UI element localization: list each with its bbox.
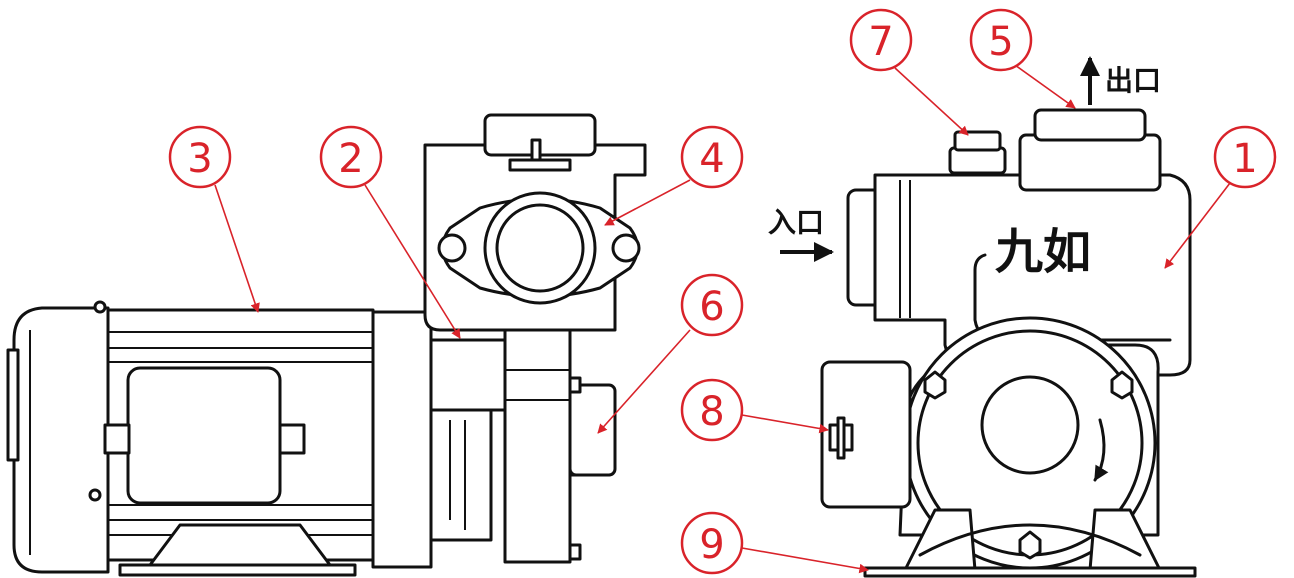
- motor-flange: [371, 310, 433, 569]
- callout-6: 6: [597, 273, 744, 434]
- inlet-label: 入口: [768, 206, 824, 239]
- outlet-cap: [1018, 133, 1162, 192]
- svg-text:1: 1: [1232, 136, 1257, 182]
- motor-end-cap: [12, 306, 110, 574]
- callout-1: 1: [1164, 125, 1277, 269]
- callout-2: 2: [319, 125, 461, 339]
- callout-5: 5: [969, 8, 1076, 109]
- capacitor-box: [820, 360, 912, 509]
- motor-foot: [148, 523, 332, 567]
- callout-3: 3: [168, 125, 260, 313]
- svg-text:7: 7: [868, 19, 893, 65]
- callout-7: 7: [849, 8, 969, 136]
- callout-4: 4: [604, 125, 744, 226]
- svg-text:4: 4: [699, 136, 724, 182]
- callout-8: 8: [680, 378, 829, 442]
- terminal-box: [126, 366, 282, 505]
- svg-text:9: 9: [699, 522, 724, 568]
- base-plate: [863, 566, 1197, 578]
- callout-9: 9: [680, 511, 869, 575]
- svg-text:2: 2: [338, 136, 363, 182]
- priming-plug: [948, 146, 1007, 175]
- shaft-housing: [429, 338, 511, 412]
- brand-text: 九如: [995, 224, 1091, 280]
- impeller-center: [980, 375, 1080, 475]
- svg-text:5: 5: [988, 19, 1013, 65]
- outlet-label: 出口: [1105, 64, 1161, 97]
- svg-text:3: 3: [187, 136, 212, 182]
- side-view: [6, 113, 647, 577]
- svg-text:8: 8: [699, 389, 724, 435]
- screw-icon: [88, 488, 102, 502]
- svg-text:6: 6: [699, 284, 724, 330]
- front-view: [820, 108, 1197, 578]
